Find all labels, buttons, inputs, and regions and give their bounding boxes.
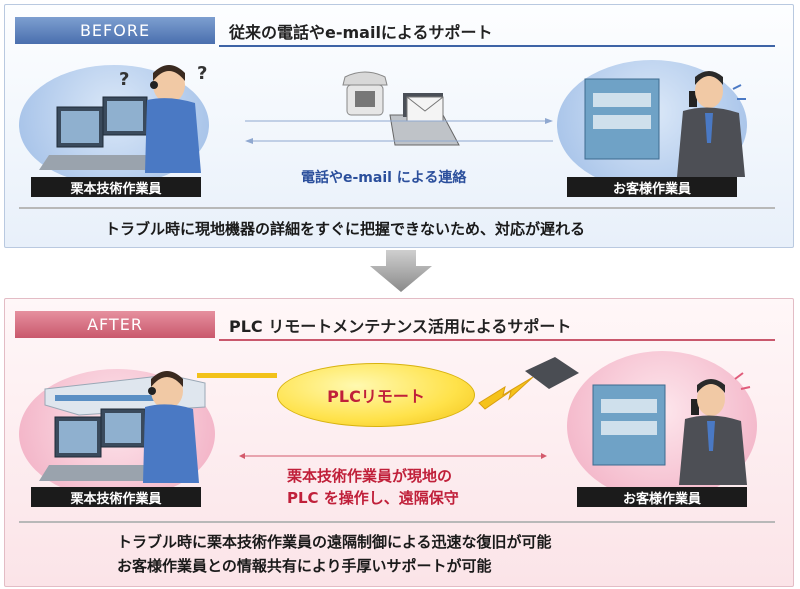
after-operator-scene [39,371,206,483]
before-caption: 電話やe-mail による連絡 [301,170,467,186]
after-tag: AFTER [15,311,215,338]
before-summary: トラブル時に現地機器の詳細をすぐに把握できないため、対応が遅れる [105,220,586,238]
mobile-phone-icon [691,399,699,415]
after-summary-line1: トラブル時に栗本技術作業員の遠隔制御による迅速な復旧が可能 [117,533,552,551]
after-right-role-label: お客様作業員 [577,487,747,507]
before-heading-rule [219,45,775,47]
headset-operator-icon [143,371,199,483]
before-tag: BEFORE [15,17,215,44]
plc-module-icon [525,357,579,389]
after-divider [19,521,775,523]
after-caption: 栗本技術作業員が現地の PLC を操作し、遠隔保守 [287,465,459,509]
industrial-machine-icon [584,78,660,160]
question-mark-1: ? [119,69,129,90]
after-summary-line2: お客様作業員との情報共有により手厚いサポートが可能 [117,557,492,575]
before-heading: 従来の電話やe-mailによるサポート [229,23,493,42]
lightning-signal-icon [478,376,534,410]
after-heading: PLC リモートメンテナンス活用によるサポート [229,317,572,336]
after-operation-arrow [239,453,547,459]
before-customer-scene [584,71,746,177]
after-caption-line2: PLC を操作し、遠隔保守 [287,489,459,507]
before-devices [342,71,460,146]
before-operator-scene: ? ? [39,63,207,173]
question-mark-2: ? [197,63,207,84]
before-panel: BEFORE 従来の電話やe-mailによるサポート ? ? 栗本技術作業員 [4,4,794,248]
before-divider [19,207,775,209]
after-heading-rule [219,339,775,341]
after-left-role-label: 栗本技術作業員 [31,487,201,507]
before-communication-arrows [245,118,553,144]
before-left-role-label: 栗本技術作業員 [31,177,201,197]
industrial-machine-icon [592,384,666,466]
envelope-icon [406,96,444,122]
telephone-icon [342,71,388,116]
monitor-icon [39,96,189,170]
after-customer-scene [592,372,751,485]
after-panel: AFTER PLC リモートメンテナンス活用によるサポート 栗本技術作業員 PL… [4,298,794,587]
headset-operator-icon [145,65,201,173]
down-arrow-icon [370,250,432,292]
after-caption-line1: 栗本技術作業員が現地の [287,467,453,485]
plc-remote-ellipse: PLCリモート [277,363,475,427]
before-right-role-label: お客様作業員 [567,177,737,197]
building-connector [197,373,277,378]
mobile-phone-icon [689,91,697,107]
